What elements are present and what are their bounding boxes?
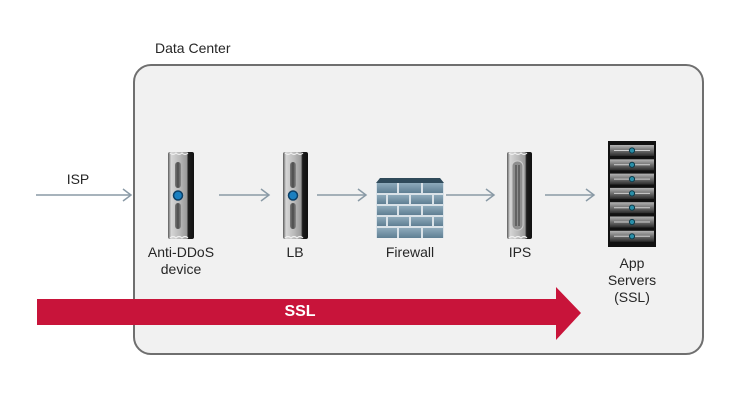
status-led-icon [628,204,636,211]
anti-ddos-label-line1: Anti-DDoS [147,244,215,260]
ssl-arrow-label: SSL [284,303,316,320]
lb-appliance-icon[interactable] [283,152,308,239]
server-unit [610,173,654,185]
edge-firewall-to-ips [446,188,496,202]
status-led-icon [628,147,636,154]
firewall-label: Firewall [385,244,435,260]
edge-lb-to-firewall [317,188,368,202]
app-servers-label-line1: App [619,255,645,271]
app-servers-label-line2: Servers [607,272,657,288]
data-center-title: Data Center [155,40,231,56]
status-led-icon [628,218,636,226]
edge-anti-ddos-to-lb [219,188,271,202]
server-unit [610,230,654,242]
ips-label: IPS [508,244,532,260]
anti-ddos-label-line2: device [160,261,202,277]
anti-ddos-label: Anti-DDoS device [131,244,231,278]
app-servers-label-line3: (SSL) [614,289,650,305]
server-unit [610,216,654,228]
server-unit [610,159,654,171]
ips-appliance-icon[interactable] [507,152,532,239]
app-servers-rack-icon[interactable] [608,141,656,247]
app-servers-label: App Servers (SSL) [592,255,672,306]
server-unit [610,145,654,156]
server-unit [610,202,654,214]
firewall-brick-wall-icon[interactable] [376,178,444,238]
status-led-icon [628,190,636,197]
server-unit [610,187,654,199]
status-led-icon [628,161,636,168]
status-led-icon [628,233,636,240]
anti-ddos-appliance-icon[interactable] [168,152,194,239]
status-led-icon [628,176,636,183]
isp-label: ISP [66,171,90,187]
edge-isp-to-anti-ddos [36,188,133,202]
lb-label: LB [286,244,304,260]
ssl-flow-arrow [37,287,581,340]
edge-ips-to-app-servers [545,188,596,202]
